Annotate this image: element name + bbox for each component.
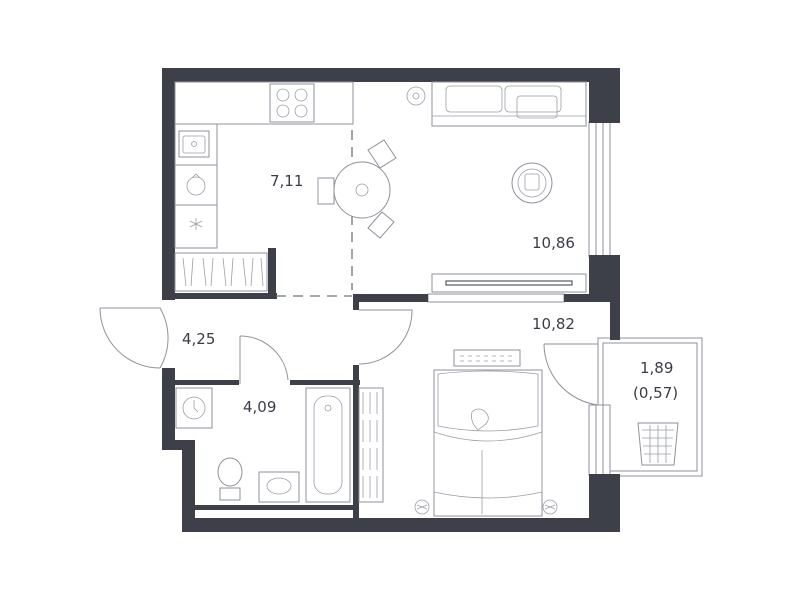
entrance-door — [99, 307, 169, 369]
living-room-area-label: 10,86 — [532, 234, 575, 252]
sink-icon — [178, 130, 210, 158]
washbasin-icon — [258, 471, 300, 503]
kitchen-area-label: 7,11 — [270, 172, 303, 190]
rug-icon — [511, 162, 553, 204]
bedroom-area-label: 10,82 — [532, 315, 575, 333]
kitchen-cabinet — [174, 252, 268, 292]
washing-machine-icon — [186, 173, 206, 196]
room-labels: 7,11 10,86 4,25 4,09 10,82 1,89 (0,57) — [182, 172, 678, 416]
window-living-room — [588, 121, 611, 258]
tv-stand-icon — [431, 273, 587, 293]
sofa-icon — [431, 81, 587, 127]
window-bedroom — [588, 404, 611, 476]
balcony-area-label: 1,89 — [640, 359, 673, 377]
hallway-area-label: 4,25 — [182, 330, 215, 348]
nightstand-fan-icon — [414, 499, 558, 515]
balcony-reduced-area-label: (0,57) — [633, 384, 678, 402]
kitchen-counter — [174, 81, 354, 249]
bathroom-shelf — [358, 387, 384, 503]
balcony-chair-icon — [637, 422, 679, 466]
washing-machine-bath-icon — [175, 387, 213, 429]
bathroom-area-label: 4,09 — [243, 398, 276, 416]
zone-dividers — [276, 130, 353, 297]
bed-headboard — [453, 349, 521, 367]
walls — [162, 68, 620, 532]
bathroom-door — [239, 335, 289, 384]
fridge-icon — [189, 218, 203, 230]
stove-icon — [269, 83, 315, 123]
balcony-door — [543, 343, 599, 406]
dining-table-icon — [317, 139, 397, 239]
bed-icon — [433, 369, 543, 517]
window-tv-wall — [427, 293, 565, 303]
living-room-door — [358, 309, 413, 365]
toilet-icon — [217, 457, 243, 501]
bathtub-icon — [305, 387, 351, 503]
lamp-icon — [406, 86, 426, 106]
